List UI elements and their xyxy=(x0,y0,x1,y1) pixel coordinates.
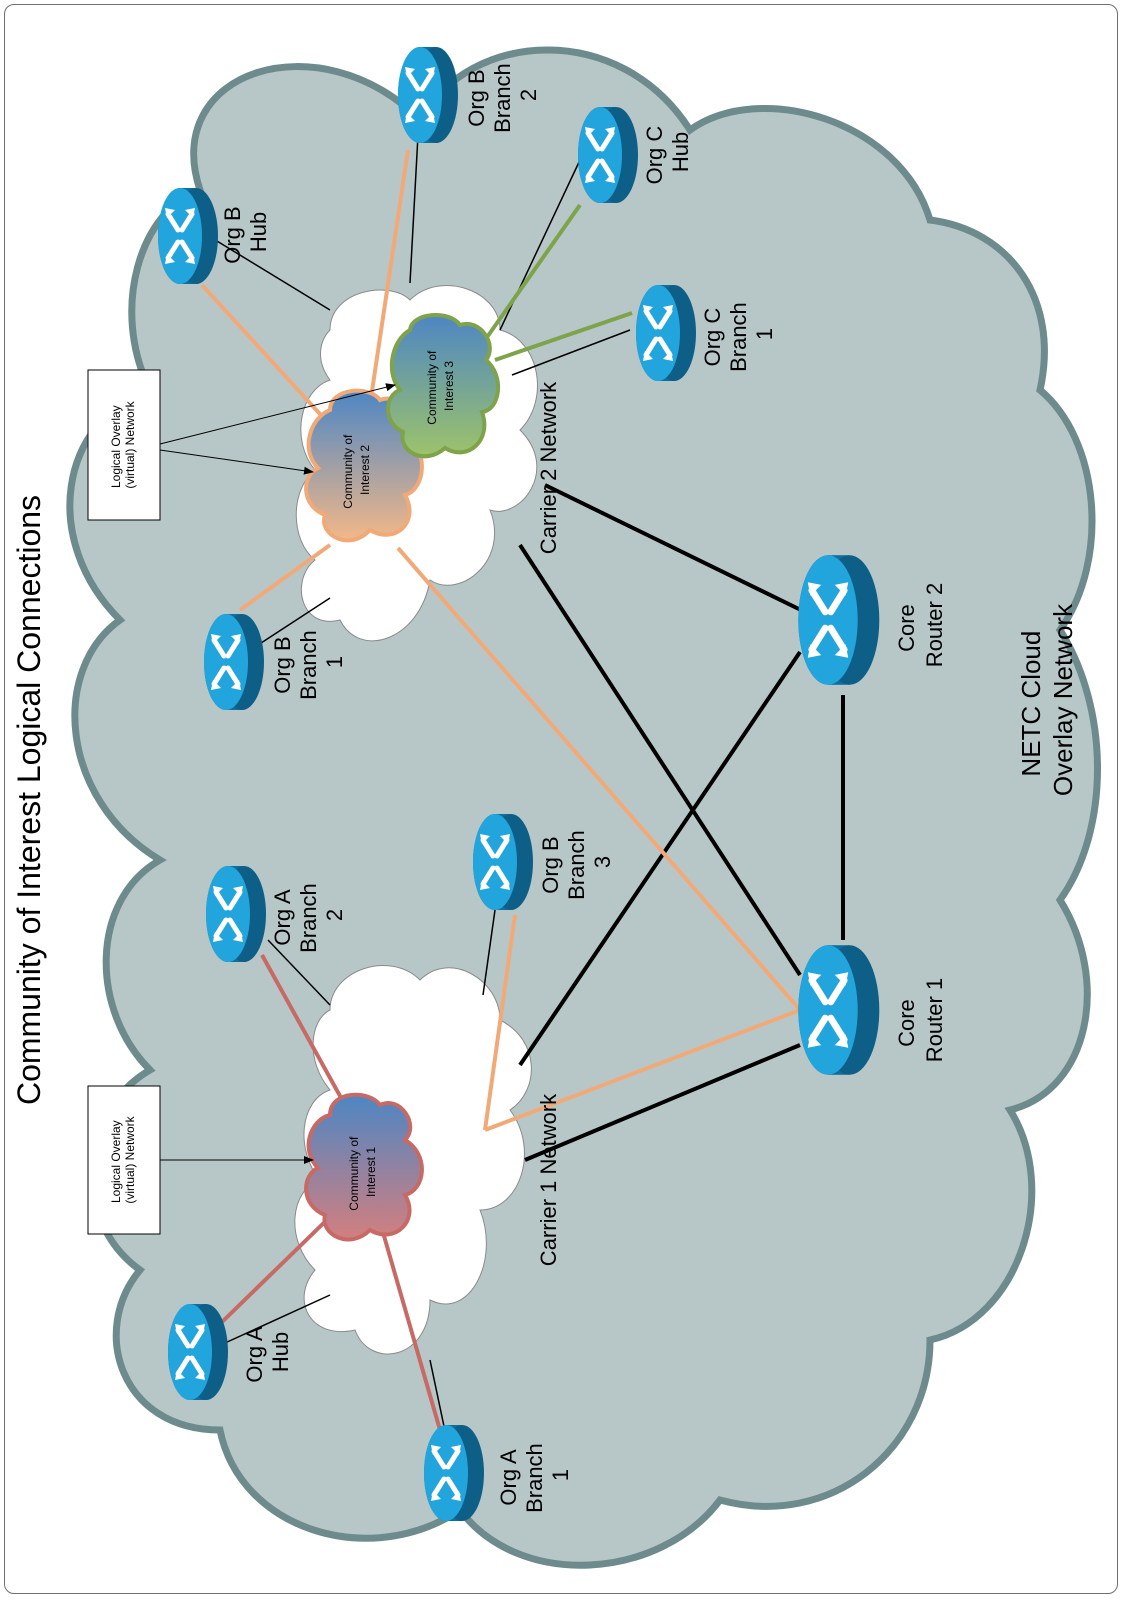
overlay-arrow-coi-2 xyxy=(159,449,314,475)
label-core-router-2: Core Router 2 xyxy=(894,583,947,667)
overlay-box-1: Logical Overlay (virtual) Network xyxy=(87,1085,161,1235)
coi-2-links xyxy=(200,149,802,1132)
label-org-a-branch-1: Org A Branch 1 xyxy=(496,1437,573,1513)
label-carrier-1: Carrier 1 Network xyxy=(536,1093,561,1266)
router-icon xyxy=(206,866,266,962)
label-org-b-branch-1: Org B Branch 1 xyxy=(270,624,347,700)
label-org-a-branch-2: Org A Branch 2 xyxy=(270,877,347,953)
router-icon xyxy=(578,107,638,203)
label-core-router-1: Core Router 1 xyxy=(894,978,947,1062)
router-icon xyxy=(168,1304,228,1400)
router-icon xyxy=(204,614,264,710)
core-router-1-icon xyxy=(798,945,879,1075)
router-icon xyxy=(473,814,533,910)
label-carrier-2: Carrier 2 Network xyxy=(536,381,561,554)
label-org-b-branch-2: Org B Branch 2 xyxy=(464,57,541,133)
coi-2-label: Community of Interest 2 xyxy=(341,431,372,508)
label-org-c-hub: Org C Hub xyxy=(642,120,693,185)
page-frame xyxy=(4,4,1118,1594)
router-icon xyxy=(424,1425,484,1521)
label-org-a-hub: Org A Hub xyxy=(242,1321,293,1382)
router-icon xyxy=(158,188,218,284)
coi-1-cloud xyxy=(304,1092,424,1242)
label-org-c-branch-1: Org C Branch 1 xyxy=(700,296,777,372)
router-icon xyxy=(398,47,458,143)
label-org-b-branch-3: Org B Branch 3 xyxy=(538,824,615,900)
overlay-arrow-coi-3 xyxy=(159,383,396,445)
label-org-b-hub: Org B Hub xyxy=(220,200,271,264)
coi-1-links xyxy=(220,954,442,1431)
overlay-box-2: Logical Overlay (virtual) Network xyxy=(87,369,161,521)
svg-text:Logical Overlay (virtual: Logical Overlay (virtual) Network xyxy=(109,1115,137,1203)
label-netc-cloud: NETC Cloud Overlay Network xyxy=(1016,603,1078,796)
coi-3-cloud xyxy=(386,312,501,459)
coi-1-label: Community of Interest 1 xyxy=(347,1133,378,1210)
core-router-2-icon xyxy=(798,555,879,685)
page-title: Community of Interest Logical Connection… xyxy=(11,495,47,1105)
coi-3-label: Community of Interest 3 xyxy=(425,347,456,424)
coi-3-links xyxy=(476,203,633,362)
access-links xyxy=(211,134,631,1451)
router-icon xyxy=(636,285,696,381)
carrier-links xyxy=(518,483,845,1162)
svg-text:Logical Overlay (virtual: Logical Overlay (virtual) Network xyxy=(109,400,137,488)
